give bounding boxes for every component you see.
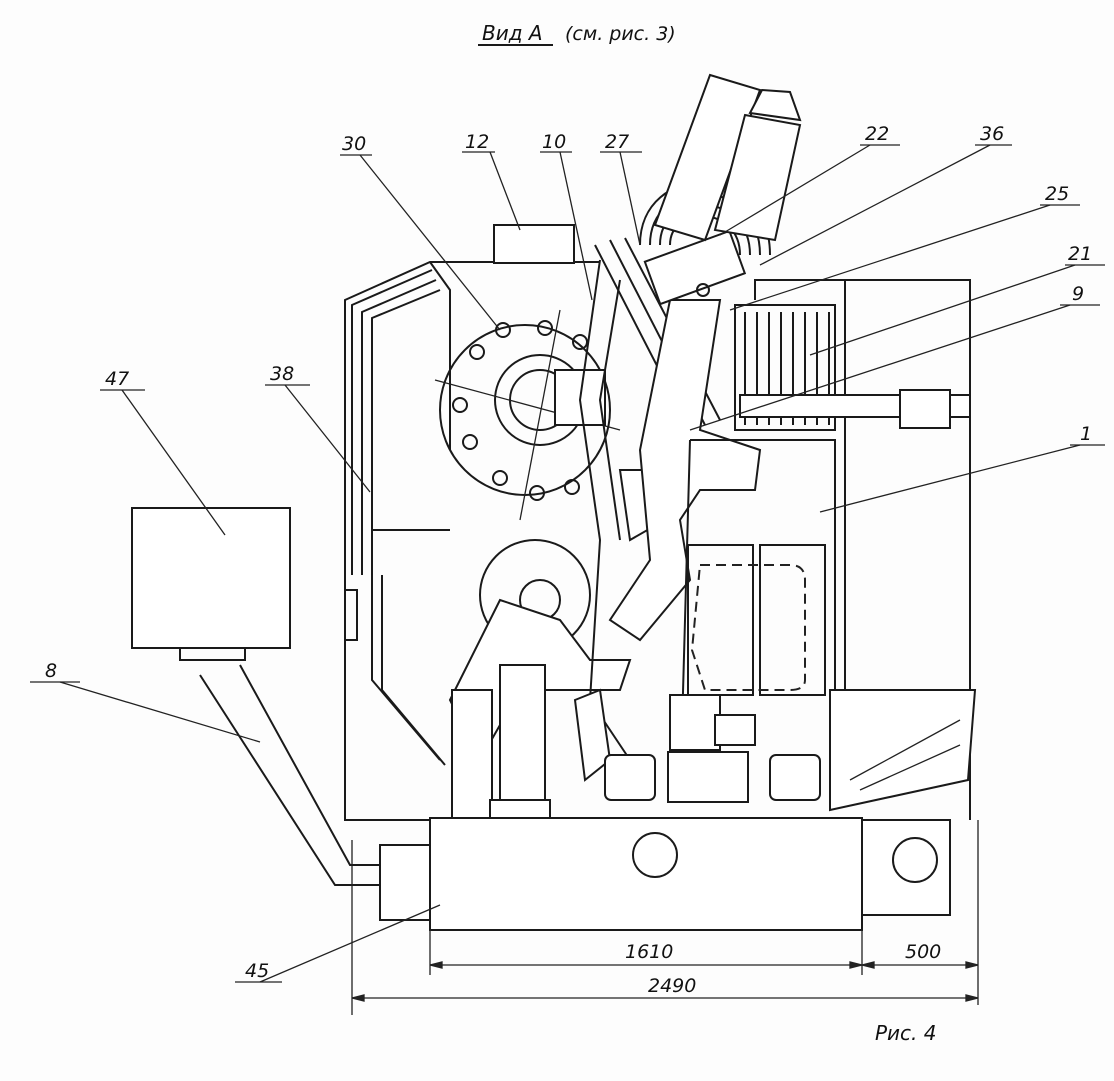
callout-25: 25 [1045,183,1069,205]
machine-body [131,73,977,931]
callout-38: 38 [270,363,294,385]
callout-30: 30 [342,133,366,155]
callout-36: 36 [980,123,1004,145]
view-title: Вид А [482,21,543,45]
dimension-1610: 1610 [625,941,673,963]
part-12-block [493,224,575,264]
dimension-2490: 2490 [648,975,696,997]
callout-21: 21 [1068,243,1092,265]
callout-12: 12 [465,131,489,153]
callout-10: 10 [542,131,566,153]
callout-22: 22 [865,123,889,145]
dimension-lines [351,820,979,1015]
base-frame [429,817,863,931]
callout-8: 8 [45,660,57,682]
figure-caption: Рис. 4 [875,1021,937,1045]
leader-lines [30,144,1105,983]
part-47-box [131,507,291,649]
dimension-500: 500 [905,941,941,963]
callout-47: 47 [105,368,129,390]
callout-27: 27 [605,131,629,153]
callout-9: 9 [1072,283,1084,305]
view-reference: (см. рис. 3) [565,23,676,45]
callout-45: 45 [245,960,269,982]
callout-1: 1 [1080,423,1092,445]
